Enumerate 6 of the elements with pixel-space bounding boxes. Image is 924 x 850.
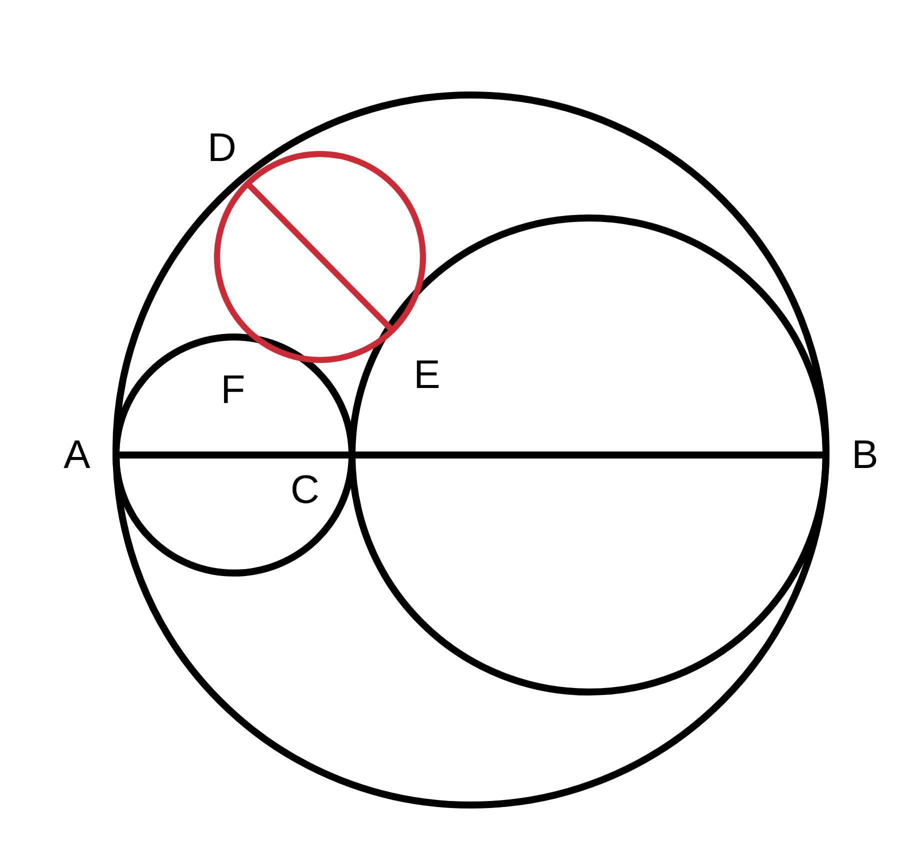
point-label: D <box>208 128 236 168</box>
point-label: F <box>220 370 246 410</box>
point-label: B <box>852 435 878 475</box>
point-label: C <box>290 470 320 510</box>
point-label: A <box>64 435 90 475</box>
point-label: E <box>414 355 440 395</box>
